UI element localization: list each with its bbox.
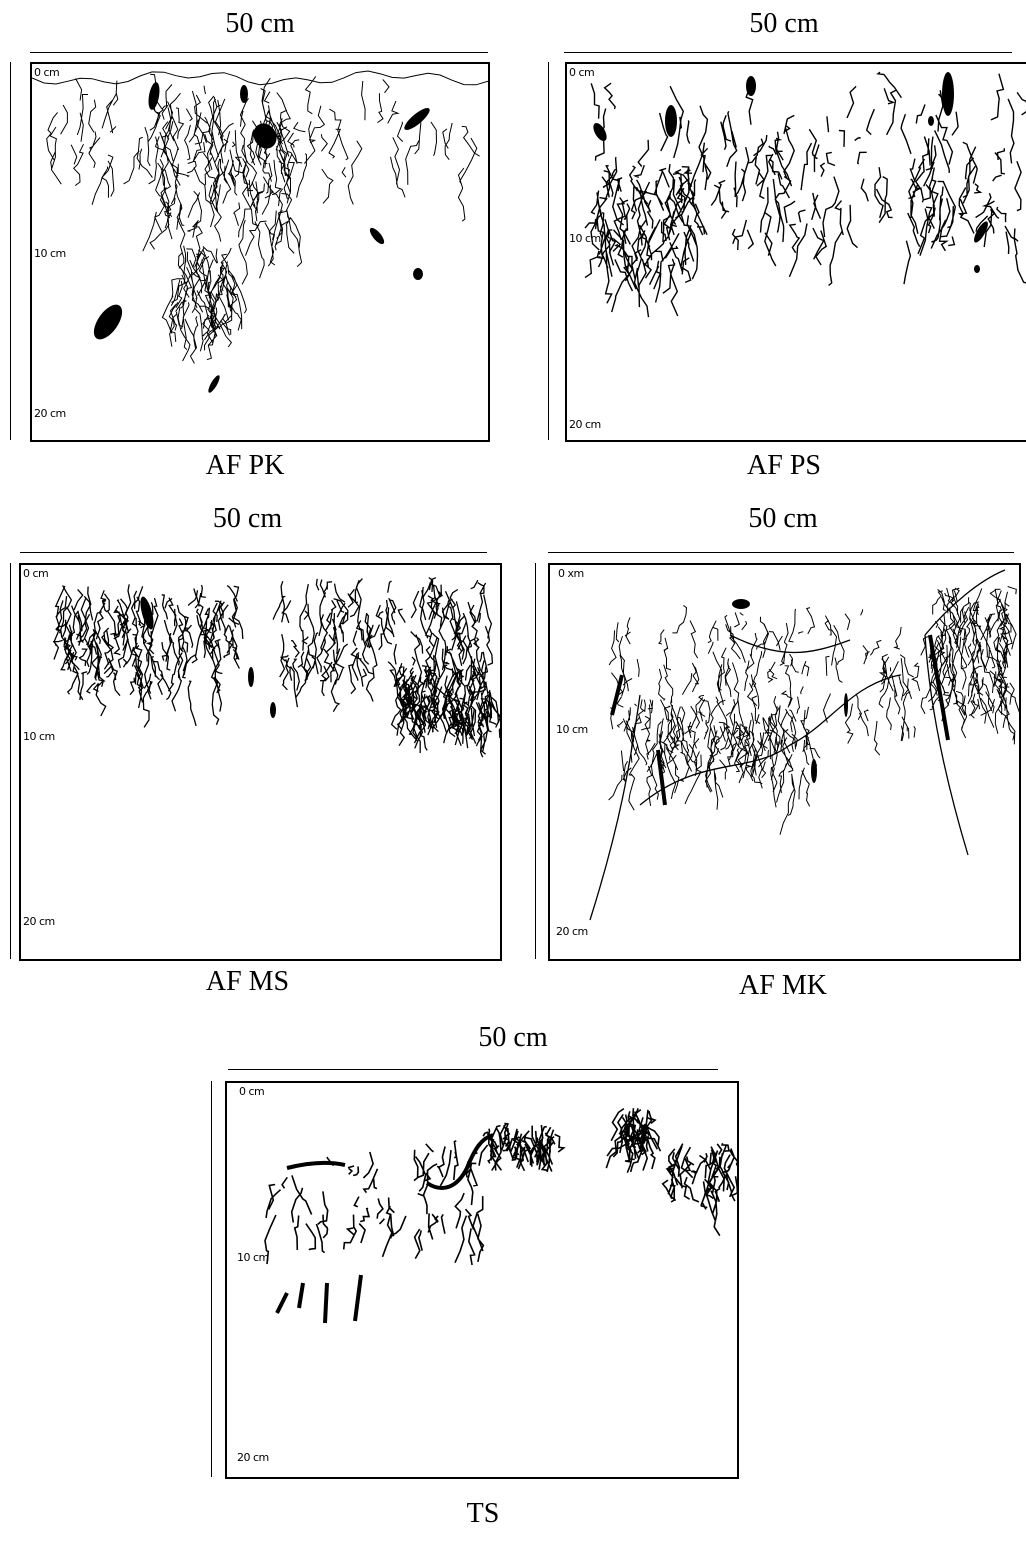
panel-caption: AF PK: [205, 450, 285, 481]
depth-label-0: 0 cm: [23, 567, 49, 580]
scale-label: 50 cm: [748, 503, 818, 534]
depth-label-20: 20 cm: [569, 418, 601, 431]
root-strands: [264, 1107, 737, 1266]
panel-caption: TS: [466, 1498, 500, 1529]
root-profile-map: 0 xm 10 cm 20 cm: [548, 563, 1021, 961]
root-drawing: [584, 71, 1026, 318]
depth-scale-bar: [10, 62, 11, 440]
depth-label-0: 0 cm: [239, 1085, 265, 1098]
scale-bar: [228, 1069, 718, 1070]
depth-scale-bar: [535, 563, 536, 959]
depth-label-10: 10 cm: [237, 1251, 269, 1264]
root-profile-map: 0 cm 10 cm 20 cm: [30, 62, 490, 442]
panel-caption: AF PS: [747, 450, 821, 481]
root-drawing: [32, 70, 488, 393]
scale-bar: [20, 552, 487, 553]
panel-caption: AF MK: [739, 970, 827, 1001]
depth-label-10: 10 cm: [34, 247, 66, 260]
scale-label: 50 cm: [212, 503, 283, 534]
depth-scale-bar: [10, 563, 11, 959]
root-strands: [584, 71, 1026, 318]
root-strands: [608, 586, 1019, 835]
panel-caption: AF MS: [205, 966, 290, 997]
depth-label-10: 10 cm: [556, 723, 588, 736]
depth-label-0: 0 cm: [569, 66, 595, 79]
depth-scale-bar: [548, 62, 549, 440]
root-strands: [52, 576, 500, 758]
root-drawing: [589, 569, 1019, 921]
scale-bar: [548, 552, 1014, 553]
scale-bar: [30, 52, 488, 53]
depth-label-20: 20 cm: [237, 1451, 269, 1464]
root-strands: [46, 73, 480, 364]
root-profile-map: 0 cm 10 cm 20 cm: [19, 563, 502, 961]
depth-scale-bar: [211, 1081, 212, 1477]
depth-label-20: 20 cm: [23, 915, 55, 928]
depth-label-10: 10 cm: [569, 232, 601, 245]
scale-label: 50 cm: [225, 8, 295, 39]
scale-bar: [564, 52, 1012, 53]
depth-label-0: 0 xm: [558, 567, 584, 580]
root-drawing: [264, 1107, 737, 1324]
soil-surface-line: [32, 70, 488, 86]
depth-label-20: 20 cm: [556, 925, 588, 938]
depth-label-0: 0 cm: [34, 66, 60, 79]
root-drawing: [52, 576, 500, 758]
depth-label-10: 10 cm: [23, 730, 55, 743]
scale-label: 50 cm: [749, 8, 819, 39]
scale-label: 50 cm: [478, 1022, 548, 1053]
root-profile-map: 0 cm 10 cm 20 cm: [565, 62, 1026, 442]
root-profile-map: 0 cm 10 cm 20 cm: [225, 1081, 739, 1479]
depth-label-20: 20 cm: [34, 407, 66, 420]
